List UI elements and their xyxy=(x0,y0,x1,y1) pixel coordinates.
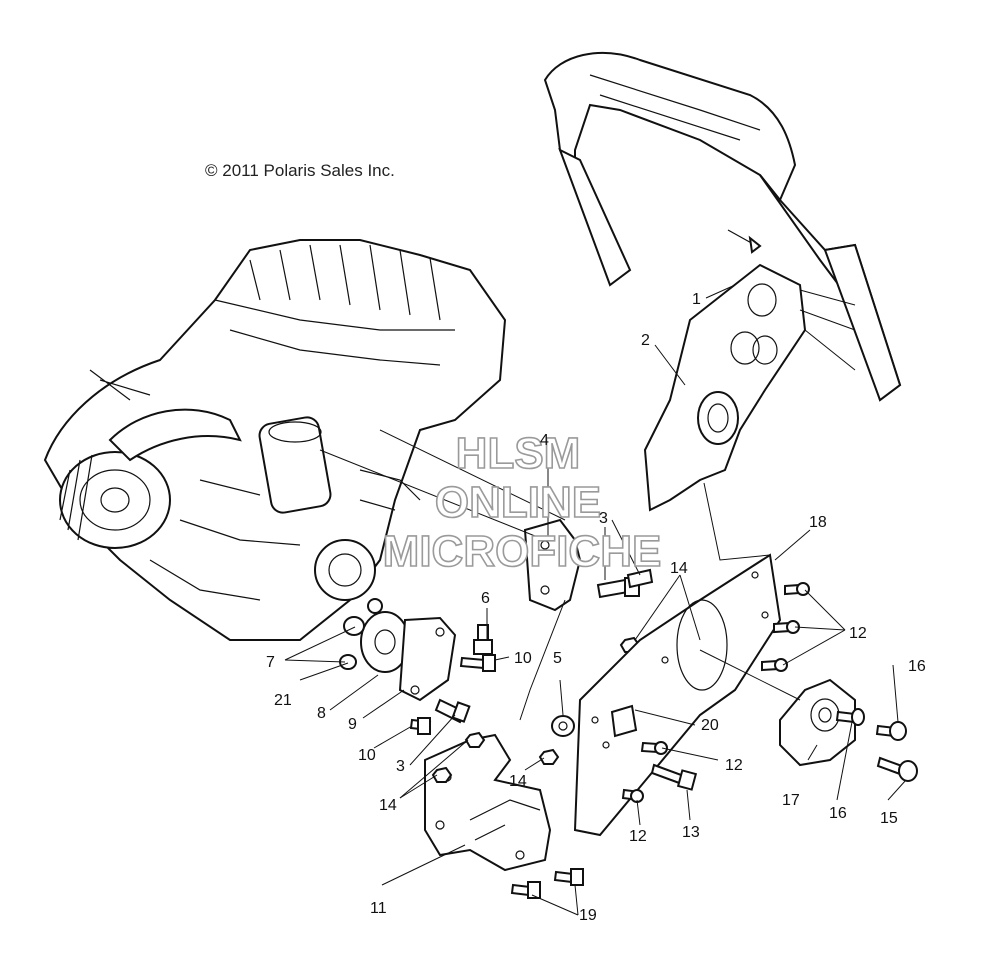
watermark-line-1: HLSM xyxy=(456,429,581,478)
bolts-item-15-16 xyxy=(835,708,918,782)
callout-7: 7 xyxy=(266,654,275,671)
callout-10-right: 10 xyxy=(514,650,532,667)
callout-6: 6 xyxy=(481,590,490,607)
callout-14-top: 14 xyxy=(670,560,688,577)
callout-12-right: 12 xyxy=(849,625,867,642)
callout-5: 5 xyxy=(553,650,562,667)
callout-3-bottom: 3 xyxy=(396,758,405,775)
watermark-line-3: MICROFICHE xyxy=(383,527,662,576)
callout-13: 13 xyxy=(682,824,700,841)
callout-14-left: 14 xyxy=(379,797,397,814)
callout-12-bottom: 12 xyxy=(629,828,647,845)
watermark-line-2: ONLINE xyxy=(435,478,601,527)
washers-item-7 xyxy=(339,598,383,670)
callout-19: 19 xyxy=(579,907,597,924)
callout-18: 18 xyxy=(809,514,827,531)
bolts-item-10 xyxy=(409,654,496,735)
plate-item-18 xyxy=(573,553,782,837)
copyright-notice: © 2011 Polaris Sales Inc. xyxy=(205,161,395,180)
callout-12-mid: 12 xyxy=(725,757,743,774)
bolts-item-12 xyxy=(621,582,810,803)
callout-2: 2 xyxy=(641,332,650,349)
callout-1: 1 xyxy=(692,291,701,308)
callout-15: 15 xyxy=(880,810,898,827)
callout-16-bottom: 16 xyxy=(829,805,847,822)
clip-item-20 xyxy=(610,704,638,738)
bolt-item-1 xyxy=(727,229,762,254)
engine-mount-item-8 xyxy=(360,611,457,702)
callout-8: 8 xyxy=(317,705,326,722)
bolt-item-13 xyxy=(650,763,698,791)
callout-9: 9 xyxy=(348,716,357,733)
callout-21: 21 xyxy=(274,692,292,709)
callout-11: 11 xyxy=(370,900,387,917)
bolts-item-19 xyxy=(510,868,584,899)
washer-item-5 xyxy=(551,715,575,737)
callout-14-mid: 14 xyxy=(509,773,527,790)
watermark: HLSM ONLINE MICROFICHE xyxy=(382,428,662,577)
callout-16-top: 16 xyxy=(908,658,926,675)
bolt-item-6 xyxy=(473,624,493,655)
bolts-item-3 xyxy=(434,568,654,724)
engine-assembly xyxy=(43,239,507,641)
bracket-item-4 xyxy=(319,429,582,612)
frame-section xyxy=(543,52,902,402)
callout-10-left: 10 xyxy=(358,747,376,764)
rubber-mount-item-17 xyxy=(699,649,856,767)
mount-plate-item-2 xyxy=(643,263,856,512)
callout-labels: 1 2 4 3 14 18 12 16 6 10 5 7 21 8 9 10 3… xyxy=(266,291,926,924)
bracket-item-11 xyxy=(424,733,552,872)
leader-lines xyxy=(284,284,907,916)
callout-4: 4 xyxy=(540,432,549,449)
callout-3-top: 3 xyxy=(599,510,608,527)
callout-17: 17 xyxy=(782,792,800,809)
callout-20: 20 xyxy=(701,717,719,734)
